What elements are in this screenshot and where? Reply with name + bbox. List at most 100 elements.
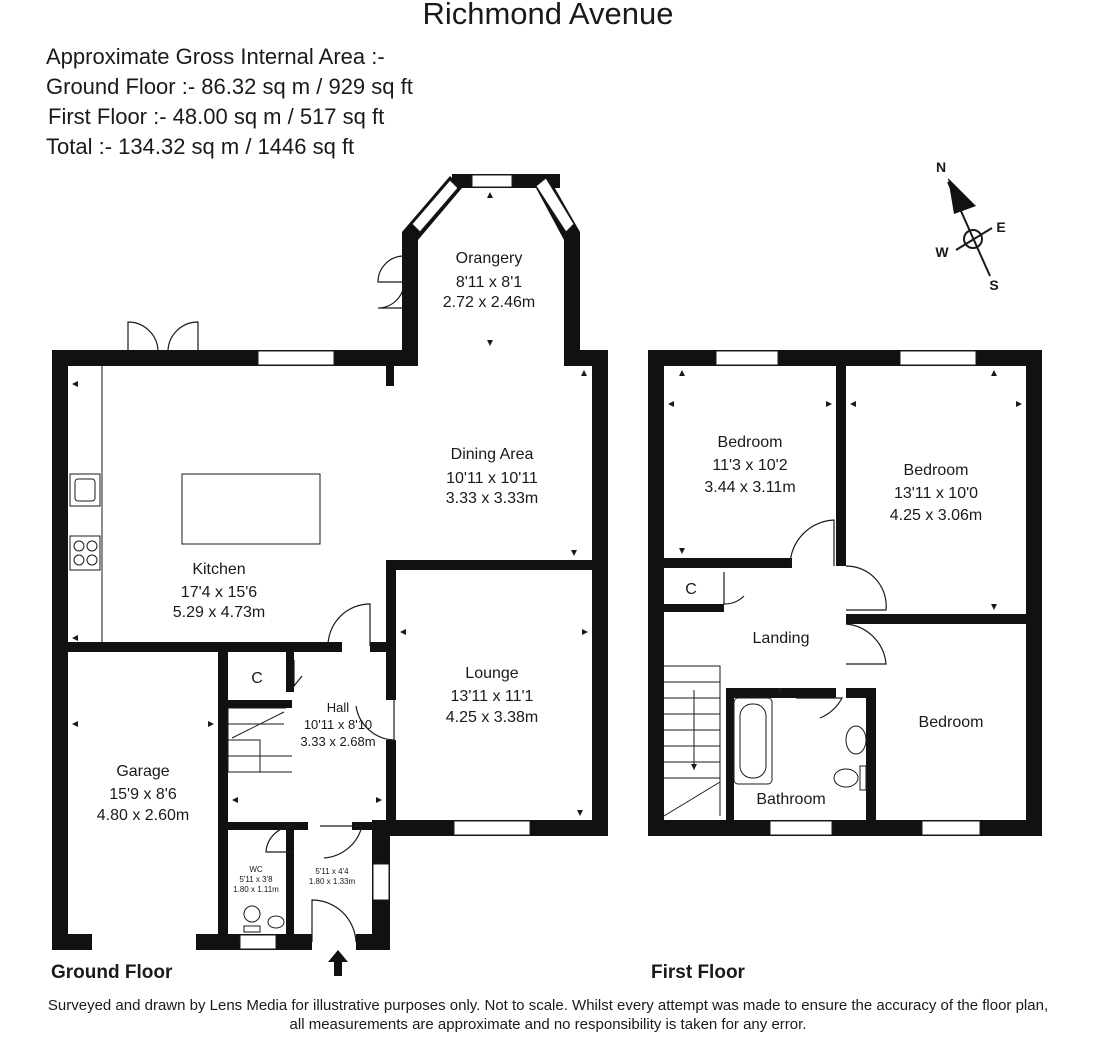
first-room-labels: Bedroom 11'3 x 10'2 3.44 x 3.11m Bedroom… <box>685 434 983 808</box>
arrow-dining-bottom <box>571 550 577 556</box>
first-cupboard-label: C <box>685 581 697 598</box>
wall-cupboard-right <box>286 652 294 692</box>
bath-basin-icon <box>845 725 867 755</box>
arrow-hall-left <box>232 797 238 803</box>
door-hall-lounge <box>355 700 395 741</box>
ground-wall-bottom-garage-left <box>52 934 92 950</box>
lounge-imperial: 13'11 x 11'1 <box>451 688 534 705</box>
door-hall-kitchen <box>327 603 371 647</box>
window-wc-bottom <box>239 934 277 950</box>
kitchen-hob-icon <box>69 535 101 571</box>
bedroom1-imperial: 11'3 x 10'2 <box>712 457 787 474</box>
bedroom2-metric: 4.25 x 3.06m <box>890 507 983 524</box>
ground-doors <box>127 255 405 943</box>
wall-wc-right <box>286 822 294 948</box>
compass-s-label: S <box>989 277 998 293</box>
window-bed2-top <box>899 350 977 366</box>
window-orangery-diag-left <box>411 179 459 233</box>
first-floor-plan <box>648 350 1042 836</box>
hob-ring-4-icon <box>86 554 98 566</box>
dining-name: Dining Area <box>451 446 534 463</box>
disclaimer-line-2: all measurements are approximate and no … <box>289 1016 807 1033</box>
first-floor-label: First Floor <box>651 962 745 983</box>
ground-cupboard-label: C <box>251 670 263 687</box>
door-wc <box>265 825 295 853</box>
arrow-landing <box>691 764 697 770</box>
window-porch-side <box>372 863 390 901</box>
door-bath <box>796 697 843 719</box>
wc-toilet-icon <box>243 905 261 923</box>
first-wall-bottom <box>648 820 1042 836</box>
arrow-bed1-bottom <box>679 548 685 554</box>
ground-floor-label: Ground Floor <box>51 962 173 983</box>
hob-ring-2-icon <box>86 540 98 552</box>
bedroom2-name: Bedroom <box>904 462 969 479</box>
arrow-bed1-left <box>668 401 674 407</box>
wall-porch-top <box>352 822 390 830</box>
kitchen-sink-icon <box>69 473 101 507</box>
disclaimer: Surveyed and drawn by Lens Media for ill… <box>0 996 1096 1034</box>
window-bed1-top <box>715 350 779 366</box>
ground-windows <box>92 174 575 950</box>
wall-kitchen-stub <box>386 366 394 386</box>
wc-cistern-icon <box>243 925 261 933</box>
arrow-lounge-bottom <box>577 810 583 816</box>
arrow-bed2-left <box>850 401 856 407</box>
arrow-garage-right <box>208 721 214 727</box>
wc-basin-icon <box>267 915 285 929</box>
compass-axis-ew <box>955 227 993 251</box>
first-wall-left <box>648 350 664 836</box>
lounge-name: Lounge <box>465 665 518 682</box>
wall-bath-left <box>726 688 734 822</box>
wall-cupboard-bottom <box>228 700 292 708</box>
kitchen-metric: 5.29 x 4.73m <box>173 604 266 621</box>
arrow-bed1-right <box>826 401 832 407</box>
landing-stair-diag <box>663 781 721 817</box>
arrow-garage-left <box>72 721 78 727</box>
wall-cupboard-bottom <box>664 604 724 612</box>
ground-wall-bottom-porch <box>356 934 390 950</box>
garage-name: Garage <box>116 763 169 780</box>
wall-lounge-left-low <box>386 740 396 836</box>
wc-name: WC <box>249 865 263 874</box>
bedroom1-metric: 3.44 x 3.11m <box>704 479 795 496</box>
compass-north-arrow-icon <box>948 178 976 214</box>
arrow-lounge-left <box>400 629 406 635</box>
wc-metric: 1.80 x 1.11m <box>233 885 279 894</box>
porch-imperial: 5'11 x 4'4 <box>315 867 349 876</box>
arrow-kitchen-left <box>72 381 78 387</box>
wall-bath-right <box>866 688 876 822</box>
kitchen-imperial: 17'4 x 15'6 <box>181 584 257 601</box>
dining-imperial: 10'11 x 10'11 <box>446 470 538 487</box>
staircase-rail <box>231 711 285 739</box>
first-arrows <box>668 370 1022 770</box>
wall-wc-top <box>228 822 308 830</box>
first-windows <box>715 350 981 836</box>
hall-metric: 3.33 x 2.68m <box>300 734 375 749</box>
compass <box>947 178 993 277</box>
arrow-bed2-right <box>1016 401 1022 407</box>
compass-w-label: W <box>935 244 949 260</box>
wall-garage-right <box>218 648 228 948</box>
disclaimer-line-1: Surveyed and drawn by Lens Media for ill… <box>47 997 1049 1014</box>
window-orangery-diag-right <box>535 177 575 233</box>
hall-name: Hall <box>327 700 350 715</box>
garage-metric: 4.80 x 2.60m <box>97 807 190 824</box>
first-fixtures <box>663 665 867 817</box>
ground-arrows <box>72 192 588 816</box>
area-heading: Approximate Gross Internal Area :- <box>46 44 385 69</box>
first-wall-right <box>1026 350 1042 836</box>
ground-wall-right <box>592 350 608 836</box>
wall-bath-top <box>726 688 836 698</box>
arrow-bed2-bottom <box>991 604 997 610</box>
arrow-bed2-top <box>991 370 997 376</box>
orangery-wall-left <box>402 232 418 352</box>
arrow-kitchen-bottom <box>72 635 78 641</box>
door-hall-porch <box>320 825 363 859</box>
orangery-name: Orangery <box>456 250 523 267</box>
door-cupboard <box>293 660 303 688</box>
arrow-bed1-top <box>679 370 685 376</box>
door-orangery <box>377 255 405 309</box>
dining-metric: 3.33 x 3.33m <box>446 490 539 507</box>
